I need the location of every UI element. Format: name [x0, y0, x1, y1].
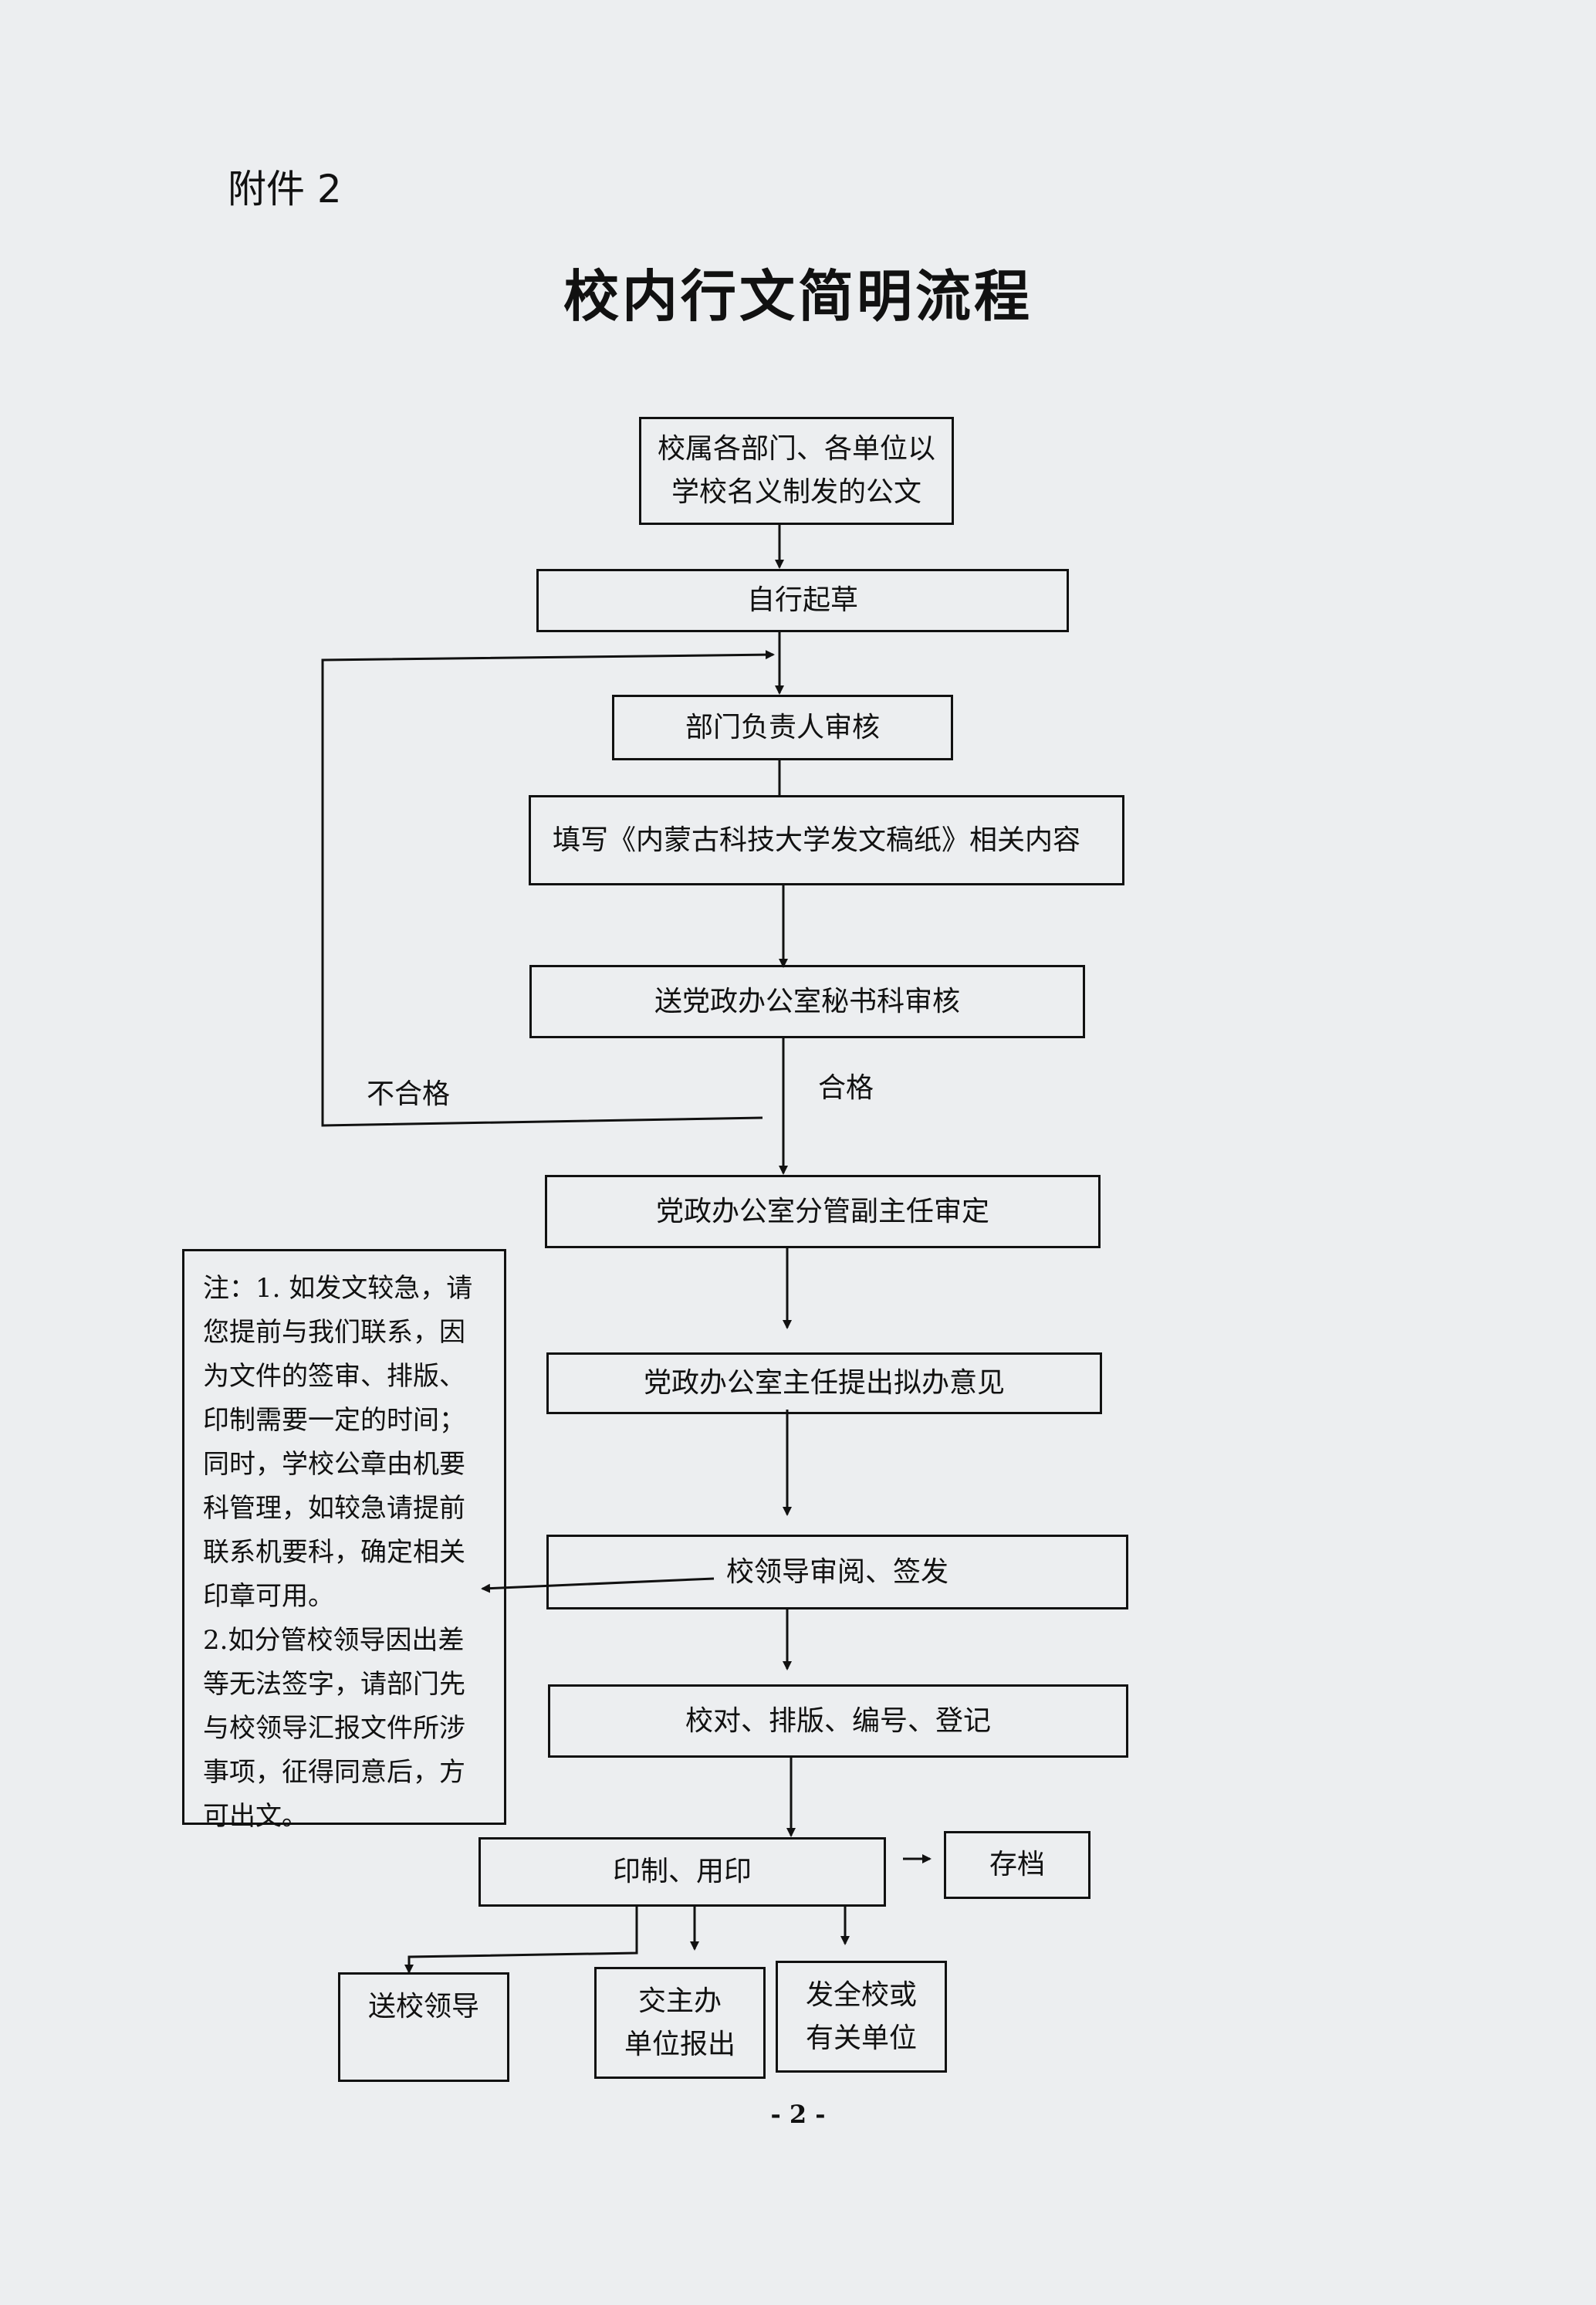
- distribute-box: 发全校或 有关单位: [776, 1961, 947, 2073]
- distribute-line-2: 有关单位: [805, 2022, 917, 2054]
- secretary-review-box: 送党政办公室秘书科审核: [529, 965, 1085, 1038]
- note-line: 印章可用。: [203, 1581, 334, 1612]
- draft-box: 自行起草: [536, 569, 1069, 632]
- note-line: 联系机要科，确定相关: [203, 1537, 465, 1568]
- note-line: 与校领导汇报文件所涉: [203, 1713, 465, 1744]
- host-unit-line-2: 单位报出: [624, 2028, 735, 2060]
- fill-form-box: 填写《内蒙古科技大学发文稿纸》相关内容: [529, 795, 1124, 885]
- host-unit-box: 交主办 单位报出: [594, 1967, 766, 2079]
- leader-sign-box: 校领导审阅、签发: [546, 1535, 1128, 1609]
- director-opinion-label: 党政办公室主任提出拟办意见: [643, 1367, 1005, 1399]
- deputy-approve-label: 党政办公室分管副主任审定: [655, 1195, 989, 1227]
- dept-review-box: 部门负责人审核: [612, 695, 953, 760]
- note-box: 注：1. 如发文较急，请 您提前与我们联系，因 为文件的签审、排版、 印制需要一…: [182, 1249, 506, 1832]
- note-line: 事项，征得同意后，方: [203, 1757, 465, 1788]
- fail-loop-line: [321, 650, 775, 1127]
- page-title: 校内行文简明流程: [563, 264, 1033, 329]
- print-seal-label: 印制、用印: [612, 1856, 752, 1887]
- archive-label: 存档: [989, 1849, 1045, 1880]
- distribute-line-1: 发全校或: [805, 1978, 917, 2011]
- proofread-box: 校对、排版、编号、登记: [548, 1684, 1128, 1758]
- note-line: 可出文。: [203, 1801, 308, 1832]
- note-line: 等无法签字，请部门先: [203, 1669, 465, 1700]
- start-box: 校属各部门、各单位以 学校名义制发的公文: [639, 417, 954, 525]
- note-line: 为文件的签审、排版、: [203, 1361, 465, 1392]
- fill-form-label: 填写《内蒙古科技大学发文稿纸》相关内容: [553, 824, 1081, 856]
- fail-label: 不合格: [367, 1078, 451, 1110]
- note-line: 您提前与我们联系，因: [203, 1317, 465, 1348]
- start-line-2: 学校名义制发的公文: [671, 476, 921, 508]
- arrow-print-leaders: [404, 1905, 638, 1974]
- note-line: 科管理，如较急请提前: [203, 1493, 465, 1524]
- to-leaders-box: 送校领导: [338, 1972, 509, 2082]
- start-line-1: 校属各部门、各单位以: [657, 433, 935, 465]
- note-line: 印制需要一定的时间；: [203, 1405, 465, 1436]
- note-line: 注：1. 如发文较急，请: [203, 1273, 473, 1304]
- pass-label: 合格: [818, 1072, 874, 1104]
- page-number: - 2 -: [770, 2100, 826, 2129]
- print-seal-box: 印制、用印: [478, 1837, 886, 1907]
- draft-label: 自行起草: [746, 584, 858, 616]
- to-leaders-label: 送校领导: [367, 1991, 479, 2022]
- archive-box: 存档: [944, 1831, 1090, 1899]
- deputy-approve-box: 党政办公室分管副主任审定: [545, 1175, 1101, 1248]
- secretary-review-label: 送党政办公室秘书科审核: [654, 985, 960, 1017]
- dept-review-label: 部门负责人审核: [685, 711, 880, 743]
- leader-sign-label: 校领导审阅、签发: [725, 1555, 948, 1588]
- note-line: 2.如分管校领导因出差: [203, 1625, 465, 1656]
- host-unit-line-1: 交主办: [637, 1985, 722, 2017]
- proofread-label: 校对、排版、编号、登记: [685, 1704, 991, 1737]
- director-opinion-box: 党政办公室主任提出拟办意见: [546, 1352, 1102, 1414]
- arrow-leader-note: [481, 1577, 715, 1593]
- attachment-label: 附件 2: [228, 167, 342, 212]
- note-line: 同时，学校公章由机要: [203, 1449, 465, 1480]
